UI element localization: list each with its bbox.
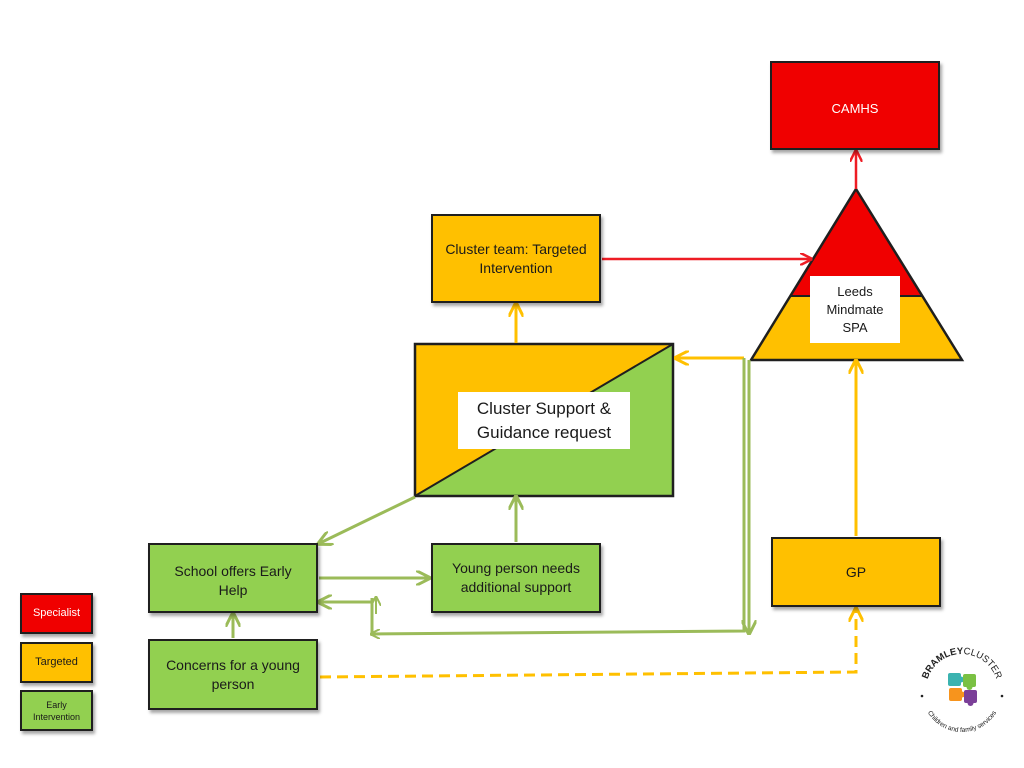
bramley-cluster-logo: BRAMLEYCLUSTER Children and family servi… bbox=[920, 646, 1004, 734]
legend-specialist-label: Specialist bbox=[32, 607, 81, 619]
camhs-label: CAMHS bbox=[831, 101, 879, 116]
school-box: School offers Early Help bbox=[148, 543, 318, 613]
arrow-request-to-school bbox=[320, 495, 416, 543]
svg-text:Children and family services: Children and family services bbox=[926, 709, 999, 734]
legend-specialist: Specialist bbox=[20, 593, 93, 634]
puzzle-pieces-icon bbox=[948, 673, 977, 706]
school-label: School offers Early Help bbox=[174, 563, 292, 598]
gp-box: GP bbox=[771, 537, 941, 607]
gp-label: GP bbox=[845, 563, 867, 580]
legend-early-intervention: Early Intervention bbox=[20, 690, 93, 731]
concerns-label: Concerns for a young person bbox=[166, 656, 300, 692]
young-person-label: Young person needs additional support bbox=[452, 560, 580, 595]
young-person-box: Young person needs additional support bbox=[431, 543, 601, 613]
svg-text:BRAMLEYCLUSTER: BRAMLEYCLUSTER bbox=[920, 646, 1004, 681]
cluster-request-label: Cluster Support & Guidance request bbox=[458, 392, 630, 449]
legend-targeted-label: Targeted bbox=[35, 656, 78, 668]
legend-early-label: Early Intervention bbox=[32, 699, 81, 722]
concerns-box: Concerns for a young person bbox=[148, 639, 318, 710]
leeds-spa-label: Leeds Mindmate SPA bbox=[810, 276, 900, 343]
cluster-team-label: Cluster team: Targeted Intervention bbox=[445, 240, 587, 276]
cluster-team-box: Cluster team: Targeted Intervention bbox=[431, 214, 601, 303]
logo-tagline: Children and family services bbox=[926, 709, 999, 734]
legend-targeted: Targeted bbox=[20, 642, 93, 683]
camhs-box: CAMHS bbox=[770, 61, 940, 150]
arrow-concerns-to-gp bbox=[319, 610, 856, 679]
